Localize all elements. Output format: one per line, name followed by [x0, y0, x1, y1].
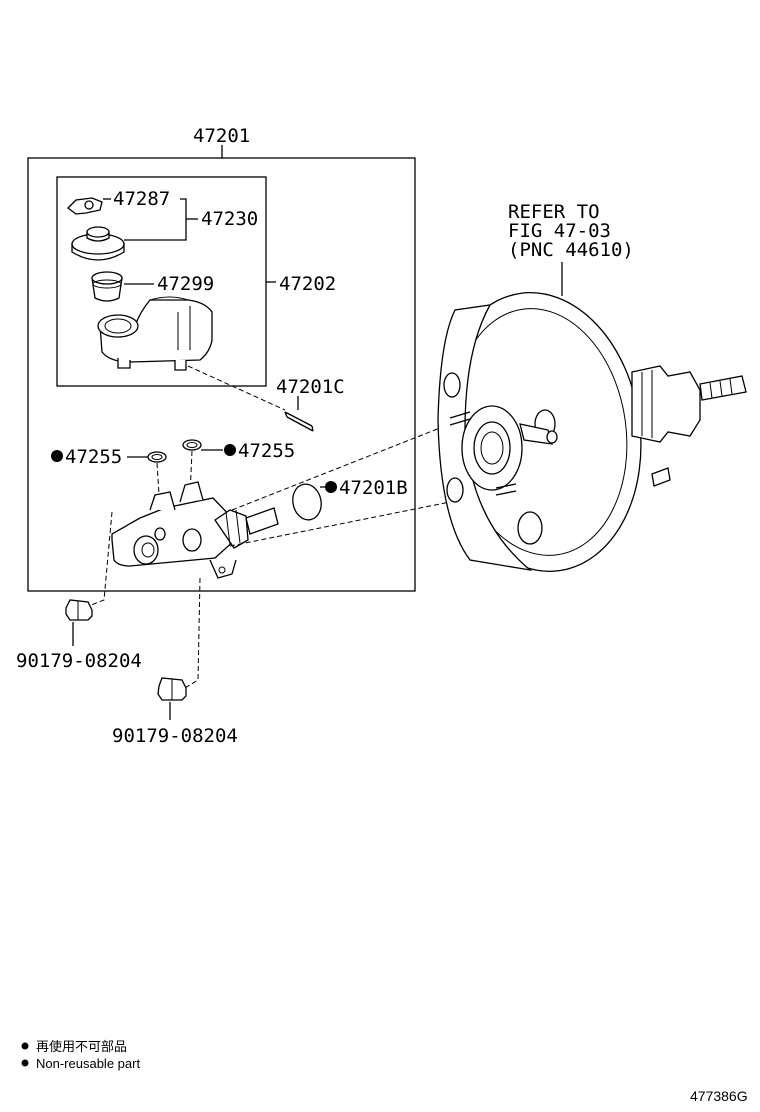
strainer-part	[91, 271, 154, 302]
label-47201c: 47201C	[276, 376, 345, 398]
reservoir-cap-part	[71, 198, 198, 261]
label-47201: 47201	[193, 125, 250, 147]
brake-booster	[437, 262, 747, 572]
legend-en: Non-reusable part	[36, 1056, 140, 1071]
label-47255-right: 47255	[238, 440, 295, 462]
non-reusable-mark-47255-left	[51, 450, 63, 462]
label-47299: 47299	[157, 273, 214, 295]
label-47202: 47202	[279, 273, 336, 295]
label-47201b: 47201B	[339, 477, 408, 499]
label-47230: 47230	[201, 208, 258, 230]
master-cylinder-body	[111, 481, 279, 579]
booster-note-line3: (PNC 44610)	[508, 239, 634, 261]
legend-bullet-jp	[21, 1042, 29, 1050]
assembly-outline	[27, 145, 416, 592]
gasket-left-part	[127, 451, 167, 511]
cap-tab-part	[67, 197, 111, 215]
label-90179-08204-upper: 90179-08204	[16, 650, 142, 672]
o-ring-part	[292, 483, 325, 521]
booster-note-line2: FIG 47-03	[508, 220, 611, 242]
legend-jp: 再使用不可部品	[36, 1039, 127, 1054]
reservoir-tank-part	[97, 296, 213, 371]
pin-part	[187, 365, 314, 432]
label-90179-08204-lower: 90179-08204	[112, 725, 238, 747]
figure-id: 477386G	[690, 1088, 748, 1104]
label-47287: 47287	[113, 188, 170, 210]
legend-bullet-en	[21, 1059, 29, 1067]
booster-note-line1: REFER TO	[508, 201, 600, 223]
plug-upper-part	[65, 599, 93, 646]
label-47255-left: 47255	[65, 446, 122, 468]
plug-lower-part	[157, 677, 187, 720]
non-reusable-mark-47201b	[325, 481, 337, 493]
non-reusable-mark-47255-right	[224, 444, 236, 456]
